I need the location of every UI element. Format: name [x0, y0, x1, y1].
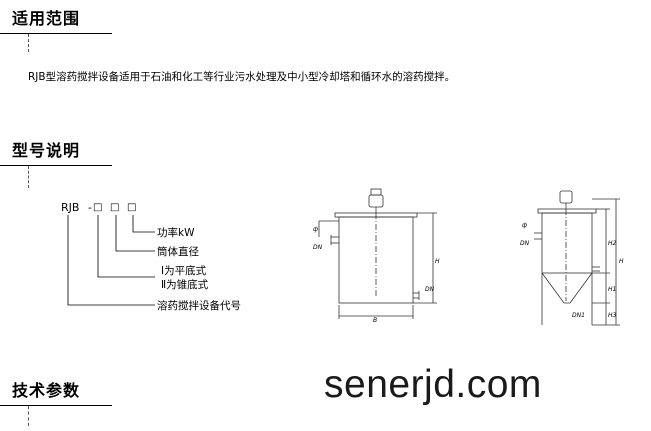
model-dash: - [88, 201, 92, 214]
section-title-model: 型号说明 [12, 141, 81, 160]
h-label-2: H [619, 258, 624, 265]
h1-label: H1 [608, 286, 616, 293]
phi-label-2: ф [522, 222, 527, 229]
section-marker-model [28, 166, 29, 188]
section-marker-tech [28, 406, 29, 426]
dn-label-3: DN [520, 240, 530, 247]
dn1-label: DN1 [572, 312, 585, 319]
label-cone-bottom: Ⅱ为锥底式 [161, 278, 209, 291]
label-power: 功率kW [157, 226, 195, 239]
model-box-3: □ [127, 202, 136, 213]
model-leader-lines [67, 215, 155, 306]
h-label: H [435, 258, 440, 265]
site-watermark: senerjd.com [324, 363, 542, 406]
section-underline-scope [0, 33, 112, 34]
dn-label-2: DN [425, 286, 435, 293]
scope-description: RJB型溶药搅拌设备适用于石油和化工等行业污水处理及中小型冷却塔和循环水的溶药搅… [28, 71, 456, 83]
model-box-2: □ [110, 202, 119, 213]
h3-label: H3 [608, 312, 617, 319]
model-prefix: RJB [61, 201, 79, 214]
flat-bottom-tank-drawing: ф DN DN B H [313, 188, 440, 324]
cone-bottom-tank-drawing: ф DN DN1 H2 H H1 H3 [520, 190, 624, 326]
phi-label-1: ф [313, 226, 318, 233]
label-diameter: 筒体直径 [157, 245, 199, 258]
section-title-tech: 技术参数 [12, 381, 81, 400]
h2-label: H2 [608, 240, 617, 247]
dn-label-1: DN [313, 244, 323, 251]
model-code-diagram: RJB - □ □ □ 功率kW 筒体直径 Ⅰ为平底式 Ⅱ为锥底式 溶药搅拌设备… [61, 201, 241, 312]
label-equipment-code: 溶药搅拌设备代号 [157, 299, 241, 312]
b-label: B [373, 317, 377, 324]
model-box-1: □ [93, 202, 102, 213]
section-underline-tech [0, 405, 112, 406]
section-title-scope: 适用范围 [12, 9, 81, 28]
label-flat-bottom: Ⅰ为平底式 [161, 264, 207, 277]
section-marker-scope [28, 34, 29, 52]
section-underline-model [0, 165, 112, 166]
